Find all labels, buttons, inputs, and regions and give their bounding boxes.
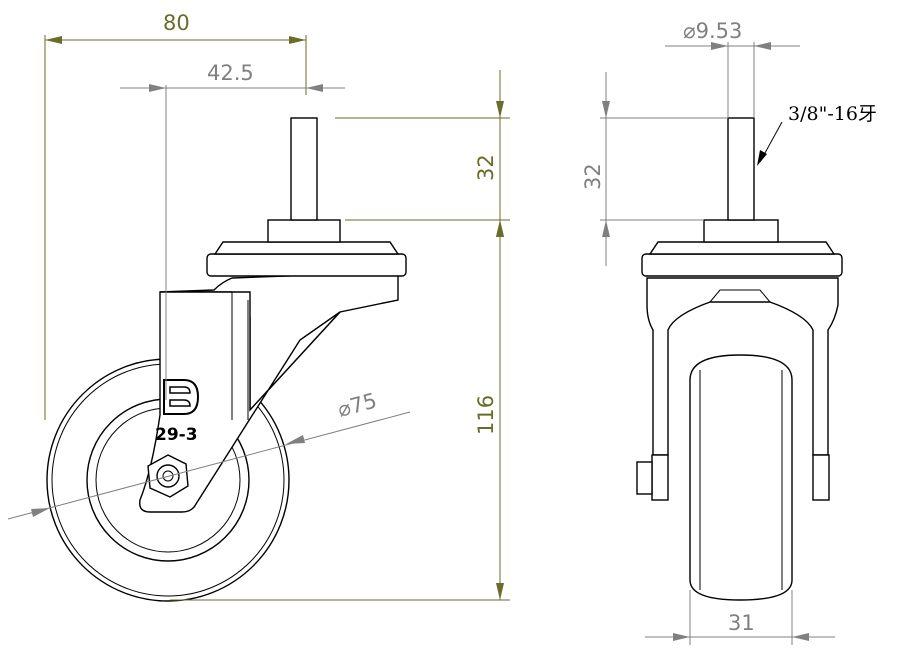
side-fork-leg bbox=[139, 291, 341, 513]
model-mark: 29-3 bbox=[155, 425, 198, 445]
dim-overall-width-label: 80 bbox=[163, 11, 190, 35]
dim-stem-height bbox=[335, 70, 510, 237]
front-stem bbox=[727, 117, 755, 221]
front-view: ⌀9.53 3/8"-16牙 32 31 bbox=[581, 19, 877, 645]
dim-wheel-diameter-label: ⌀75 bbox=[335, 388, 379, 421]
dim-wheel-width bbox=[645, 590, 835, 645]
dim-overall-width bbox=[44, 35, 307, 420]
front-top-plate bbox=[641, 219, 843, 277]
front-axle-right-nut bbox=[812, 454, 830, 501]
side-view: 29-3 80 42.5 32 bbox=[7, 11, 510, 602]
front-wheel bbox=[689, 354, 793, 601]
thread-leader bbox=[757, 121, 783, 166]
dim-offset bbox=[120, 84, 345, 400]
dim-total-height bbox=[170, 220, 510, 601]
dim-stem-diameter-label: ⌀9.53 bbox=[683, 19, 742, 43]
dim-stem-diameter bbox=[665, 42, 800, 118]
dim-offset-label: 42.5 bbox=[207, 61, 254, 85]
brand-logo bbox=[163, 379, 200, 415]
dim-front-stem-height-label: 32 bbox=[581, 163, 605, 190]
dim-wheel-diameter bbox=[7, 411, 411, 520]
dim-wheel-width-label: 31 bbox=[728, 611, 755, 635]
side-stem bbox=[290, 117, 318, 221]
dim-stem-height-label: 32 bbox=[474, 154, 498, 181]
dim-total-height-label: 116 bbox=[474, 395, 498, 435]
thread-spec-label: 3/8"-16牙 bbox=[788, 103, 877, 125]
dim-front-stem-height bbox=[600, 72, 728, 266]
side-top-plate bbox=[206, 219, 407, 277]
front-axle-left-nut bbox=[636, 454, 669, 501]
